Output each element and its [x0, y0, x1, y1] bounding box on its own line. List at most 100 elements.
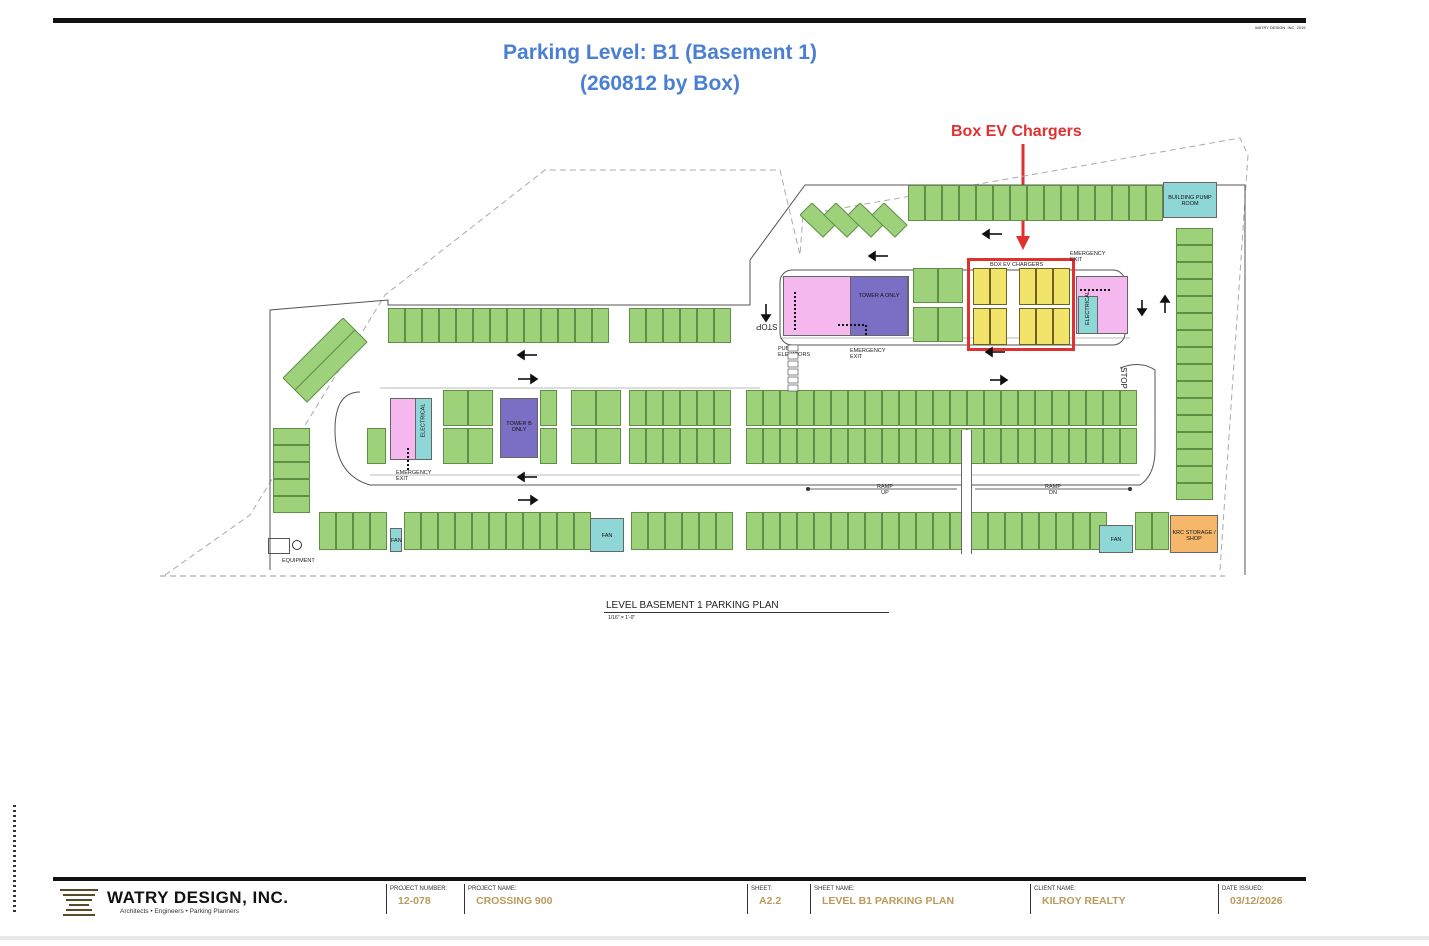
parking-stall — [916, 512, 933, 550]
parking-stall — [899, 390, 916, 426]
parking-stall — [967, 390, 984, 426]
separator-5 — [1030, 884, 1031, 914]
parking-stall — [933, 512, 950, 550]
parking-stall — [319, 512, 336, 550]
parking-stall — [506, 512, 523, 550]
parking-stall — [557, 512, 574, 550]
parking-stall — [984, 428, 1001, 464]
parking-stall — [273, 445, 310, 462]
parking-stall — [490, 308, 507, 343]
parking-stall — [1027, 185, 1044, 221]
parking-stall — [714, 308, 731, 343]
equipment-label: EQUIPMENT — [282, 558, 315, 564]
parking-stall — [370, 512, 387, 550]
building-pump-room: BUILDING PUMP ROOM — [1163, 182, 1217, 218]
fan-1: FAN — [390, 528, 402, 552]
project-number: 12-078 — [398, 895, 431, 907]
parking-stall — [925, 185, 942, 221]
parking-stall — [646, 428, 663, 464]
parking-stall — [273, 462, 310, 479]
sheet-cell: SHEET: A2.2 — [751, 886, 782, 907]
parking-stall — [680, 390, 697, 426]
parking-stall — [405, 308, 422, 343]
parking-stall — [1176, 330, 1213, 347]
project-number-cell: PROJECT NUMBER: 12-078 — [390, 886, 448, 907]
parking-stall — [1176, 279, 1213, 296]
parking-stall — [916, 390, 933, 426]
parking-stall — [443, 390, 468, 426]
parking-stall — [1103, 390, 1120, 426]
parking-stall — [541, 308, 558, 343]
ramp-lines — [806, 487, 1132, 491]
parking-stall — [1005, 512, 1022, 550]
parking-stall — [1035, 390, 1052, 426]
parking-stall — [814, 428, 831, 464]
parking-stall — [353, 512, 370, 550]
parking-stall — [1129, 185, 1146, 221]
parking-stall — [848, 390, 865, 426]
parking-stall — [682, 512, 699, 550]
tower-b: TOWER B ONLY — [500, 398, 538, 458]
parking-stall — [1135, 512, 1152, 550]
parking-stall — [1176, 245, 1213, 262]
parking-stall — [1086, 390, 1103, 426]
parking-stall — [1146, 185, 1163, 221]
parking-stall — [439, 308, 456, 343]
parking-stall — [831, 428, 848, 464]
parking-stall — [663, 308, 680, 343]
parking-stall — [422, 308, 439, 343]
parking-stall — [913, 307, 938, 342]
parking-stall — [1176, 432, 1213, 449]
parking-stall — [746, 512, 763, 550]
parking-stall — [1052, 428, 1069, 464]
ev-stall — [1053, 268, 1070, 305]
parking-stall — [699, 512, 716, 550]
parking-stall — [680, 428, 697, 464]
parking-stall — [592, 308, 609, 343]
parking-stall — [908, 185, 925, 221]
top-border — [53, 18, 1306, 23]
parking-stall — [882, 428, 899, 464]
parking-stall — [697, 390, 714, 426]
plan-caption-line — [604, 612, 889, 613]
parking-stall — [1078, 185, 1095, 221]
parking-stall — [473, 308, 490, 343]
parking-stall — [899, 428, 916, 464]
parking-stall — [1103, 428, 1120, 464]
parking-stall — [763, 512, 780, 550]
parking-stall — [848, 512, 865, 550]
ev-stall — [1019, 268, 1036, 305]
parking-stall — [540, 428, 557, 464]
parking-stall — [763, 390, 780, 426]
parking-stall — [1176, 483, 1213, 500]
parking-stall — [575, 308, 592, 343]
parking-stall — [950, 390, 967, 426]
parking-stall — [540, 512, 557, 550]
ev-highlight-box — [967, 258, 1075, 351]
parking-stall — [780, 512, 797, 550]
fan-2: FAN — [590, 518, 624, 552]
parking-stall — [714, 390, 731, 426]
parking-stall — [1086, 428, 1103, 464]
parking-stall — [646, 308, 663, 343]
parking-stall — [1176, 296, 1213, 313]
parking-stall — [746, 428, 763, 464]
parking-stall — [1152, 512, 1169, 550]
parking-stall — [1018, 390, 1035, 426]
parking-stall — [472, 512, 489, 550]
angled-stalls-west — [283, 318, 368, 403]
parking-stall — [938, 268, 963, 303]
parking-stall — [882, 390, 899, 426]
parking-stall — [697, 428, 714, 464]
company-name: WATRY DESIGN, INC. — [107, 888, 289, 907]
electrical-west: ELECTRICAL — [415, 398, 432, 460]
parking-stall — [714, 428, 731, 464]
parking-stall — [336, 512, 353, 550]
emergency-exit-west-label: EMERGENCY EXIT — [396, 470, 432, 482]
tower-a: TOWER A ONLY — [850, 276, 908, 336]
parking-stall — [1022, 512, 1039, 550]
parking-stall — [933, 428, 950, 464]
parking-stall — [1176, 449, 1213, 466]
parking-stall — [814, 512, 831, 550]
separator-3 — [747, 884, 748, 914]
